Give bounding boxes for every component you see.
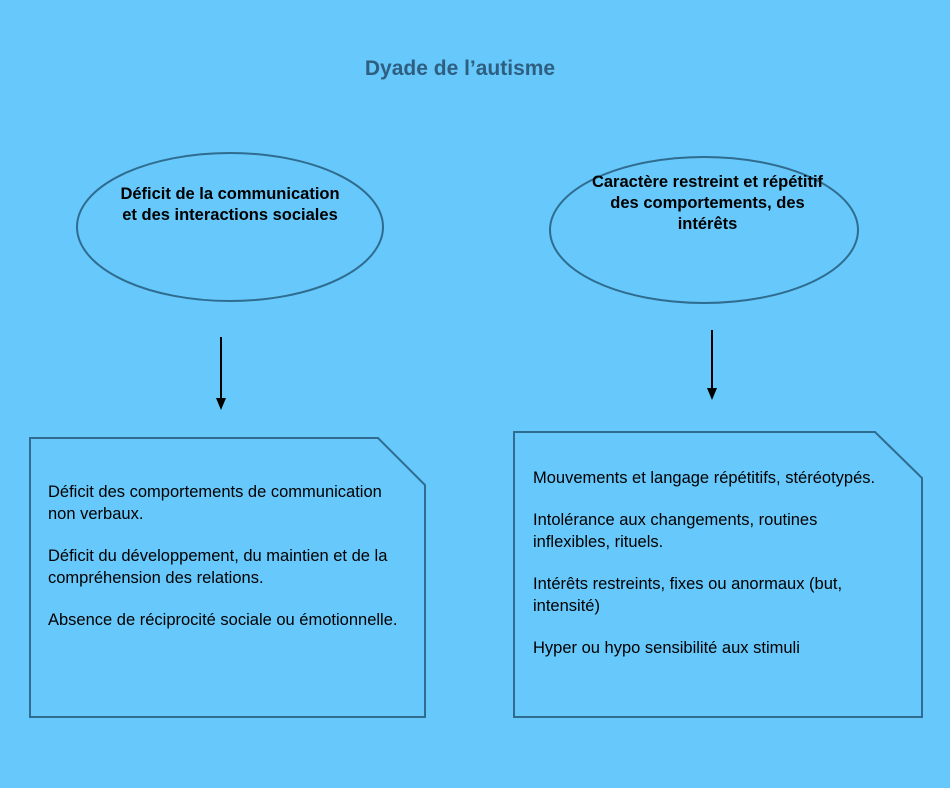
left-ellipse-label: Déficit de la communication et des inter… (120, 185, 340, 224)
right-arrow (707, 330, 717, 400)
right-note-item: Hyper ou hypo sensibilité aux stimuli (533, 639, 800, 657)
right-ellipse (549, 156, 859, 304)
right-note-item: Intérêts restreints, fixes ou anormaux (… (533, 575, 843, 615)
right-ellipse-label: Caractère restreint et répétitif des com… (591, 173, 824, 233)
diagram-title: Dyade de l’autisme (364, 57, 556, 80)
left-ellipse (76, 152, 384, 302)
left-note-item: Déficit des comportements de communicati… (48, 483, 382, 523)
right-note-content: Mouvements et langage répétitifs, stéréo… (533, 467, 878, 679)
left-note-item: Absence de réciprocité sociale ou émotio… (48, 611, 398, 629)
left-note-content: Déficit des comportements de communicati… (48, 481, 398, 651)
right-note-item: Mouvements et langage répétitifs, stéréo… (533, 469, 876, 487)
left-note-box (29, 437, 426, 718)
left-note-item: Déficit du développement, du maintien et… (48, 547, 388, 587)
right-note-item: Intolérance aux changements, routines in… (533, 511, 818, 551)
right-note-box (513, 431, 923, 718)
left-arrow (216, 337, 226, 410)
